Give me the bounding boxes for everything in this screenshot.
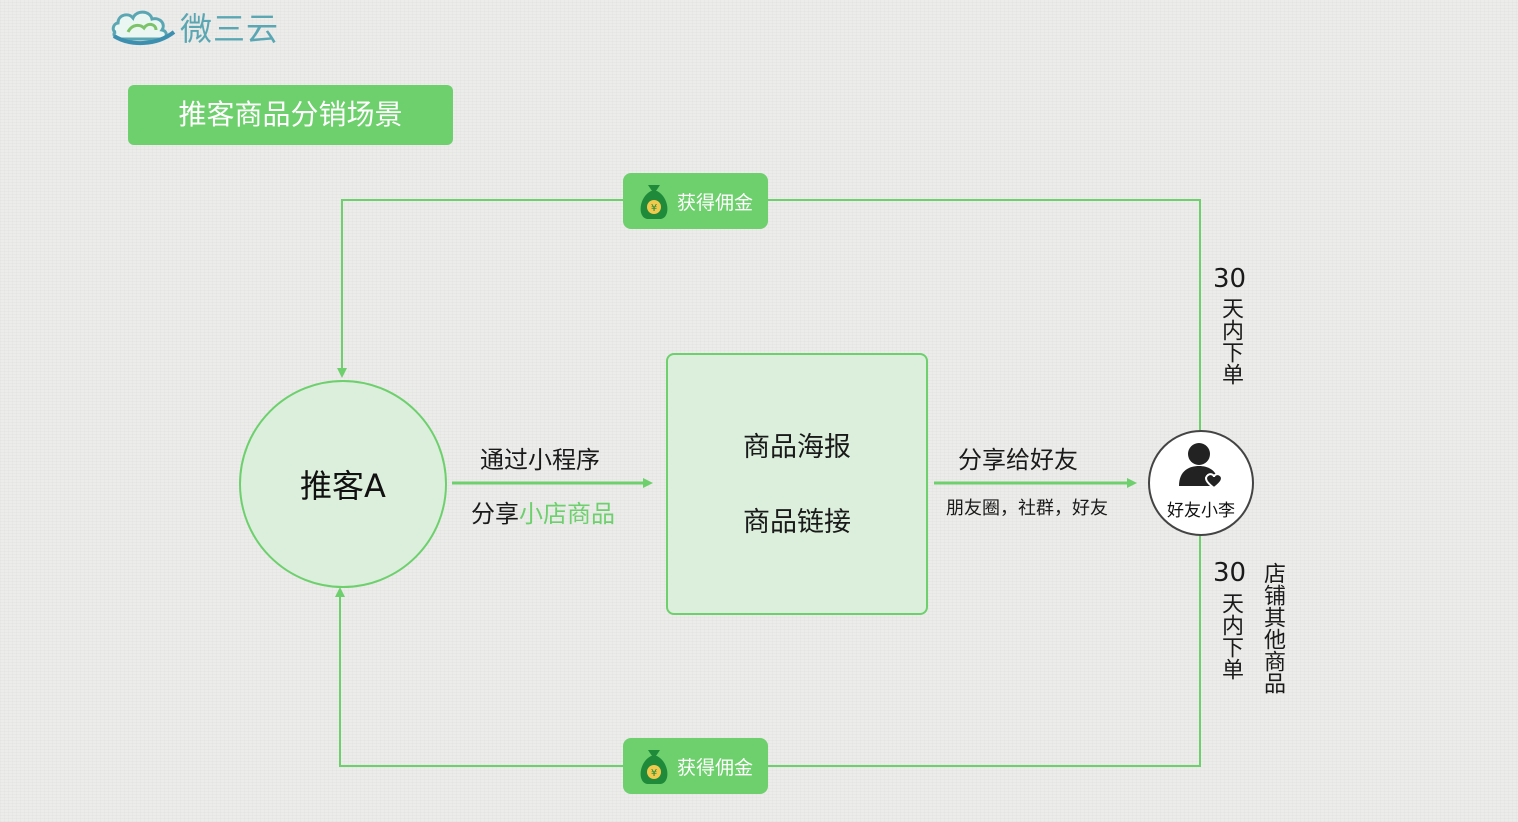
edge-label-channels: 朋友圈，社群，好友 <box>946 498 1108 519</box>
edge-label-share-highlight: 小店商品 <box>519 500 615 528</box>
commission-label: 获得佣金 <box>677 191 754 214</box>
bottom-return-line <box>335 534 1201 767</box>
logo-text: 微三云 <box>180 10 280 48</box>
promoter-label: 推客A <box>300 467 386 505</box>
svg-text:¥: ¥ <box>651 768 657 779</box>
money-bag-icon: ¥ <box>640 185 668 219</box>
edge-label-share-products: 分享小店商品 <box>471 494 615 529</box>
content-node: 商品海报 商品链接 <box>666 353 928 615</box>
commission-badge-top: ¥ 获得佣金 <box>623 173 768 229</box>
friend-node: 好友小李 <box>1148 430 1254 536</box>
top-return-text: 天内下单 <box>1218 297 1243 385</box>
promoter-node: 推客A <box>239 380 447 588</box>
top-return-number: 30 <box>1213 264 1247 294</box>
cloud-logo-icon <box>111 10 176 46</box>
page-title: 推客商品分销场景 <box>128 85 453 145</box>
svg-text:¥: ¥ <box>651 203 657 214</box>
bottom-return-text: 天内下单 <box>1218 592 1243 680</box>
bottom-return-other-products: 店铺其他商品 <box>1260 562 1285 694</box>
person-heart-icon <box>1179 443 1223 490</box>
logo: 微三云 <box>110 2 280 48</box>
money-bag-icon: ¥ <box>640 750 668 784</box>
top-return-line <box>337 199 1201 430</box>
content-poster: 商品海报 <box>743 432 851 463</box>
edge-label-via-miniprogram: 通过小程序 <box>480 446 600 474</box>
edge-label-share-prefix: 分享 <box>471 500 519 528</box>
edge-label-share-friend: 分享给好友 <box>958 446 1078 474</box>
friend-label: 好友小李 <box>1167 501 1235 521</box>
commission-label: 获得佣金 <box>677 756 754 779</box>
content-link: 商品链接 <box>743 507 851 538</box>
bottom-return-number: 30 <box>1213 558 1247 588</box>
commission-badge-bottom: ¥ 获得佣金 <box>623 738 768 794</box>
